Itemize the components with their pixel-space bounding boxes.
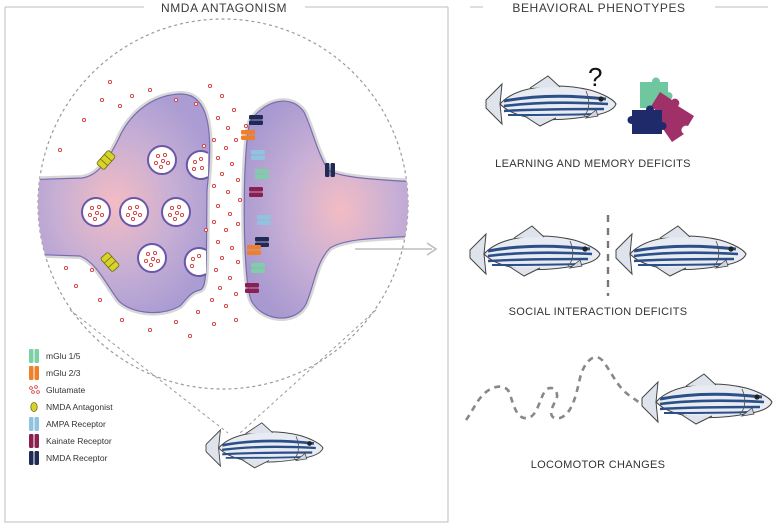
glutamate-molecules (57, 79, 249, 339)
legend-item-kainate: Kainate Receptor (29, 434, 112, 448)
legend-label: NMDA Receptor (46, 453, 108, 463)
kainate-receptor-icon (29, 434, 39, 448)
question-mark: ? (588, 62, 602, 92)
zebrafish (614, 224, 748, 278)
fusing-vesicle (183, 247, 207, 277)
phenotype-label: SOCIAL INTERACTION DEFICITS (509, 306, 688, 318)
right-header-title: BEHAVIORAL PHENOTYPES (512, 1, 685, 15)
phenotype-learning-memory: ? LEARNING AND MEMORY DEFICITS (484, 62, 694, 170)
right-header: BEHAVIORAL PHENOTYPES (470, 1, 768, 15)
legend-label: AMPA Receptor (46, 419, 106, 429)
vesicle (119, 197, 149, 227)
legend-label: Glutamate (46, 385, 85, 395)
effect-arrow (355, 242, 438, 256)
zebrafish (640, 372, 773, 426)
legend-label: NMDA Antagonist (46, 402, 113, 412)
synapse-magnification (37, 18, 409, 434)
nmda-antagonist-marker (96, 150, 116, 170)
mglu23-receptor-icon (29, 366, 39, 380)
legend-item-mglu23: mGlu 2/3 (29, 366, 81, 380)
left-header-title: NMDA ANTAGONISM (161, 1, 287, 15)
left-panel-frame (4, 7, 449, 523)
phenotype-social-interaction: SOCIAL INTERACTION DEFICITS (468, 215, 748, 318)
nmda-receptor-icon (29, 451, 39, 465)
legend-item-nmda-antagonist: NMDA Antagonist (30, 402, 113, 412)
glutamate-icon (29, 385, 40, 394)
phenotype-label: LEARNING AND MEMORY DEFICITS (495, 158, 691, 170)
legend: mGlu 1/5 mGlu 2/3 Glutamate NMDA Antagon… (29, 349, 113, 465)
fusing-vesicle (185, 150, 209, 180)
phenotype-locomotor: LOCOMOTOR CHANGES (464, 355, 773, 471)
swim-trajectory (464, 355, 649, 421)
vesicle (147, 145, 177, 175)
zoom-line-right (239, 309, 377, 434)
mglu15-receptor-icon (29, 349, 39, 363)
zebrafish (468, 224, 602, 278)
nmda-antagonist-icon (30, 402, 38, 412)
legend-label: mGlu 2/3 (46, 368, 81, 378)
phenotype-label: LOCOMOTOR CHANGES (531, 459, 665, 471)
legend-item-mglu15: mGlu 1/5 (29, 349, 81, 363)
legend-item-nmda: NMDA Receptor (29, 451, 108, 465)
vesicle (161, 197, 191, 227)
ampa-receptor-icon (29, 417, 39, 431)
puzzle-pieces-icon (627, 77, 694, 142)
legend-item-glutamate: Glutamate (29, 385, 85, 395)
legend-label: Kainate Receptor (46, 436, 112, 446)
vesicle (81, 197, 111, 227)
left-header: NMDA ANTAGONISM (5, 1, 448, 15)
legend-item-ampa: AMPA Receptor (29, 417, 106, 431)
synaptic-vesicles (81, 145, 209, 277)
legend-label: mGlu 1/5 (46, 351, 81, 361)
nmda-antagonist-marker (100, 252, 120, 272)
vesicle (137, 243, 167, 273)
